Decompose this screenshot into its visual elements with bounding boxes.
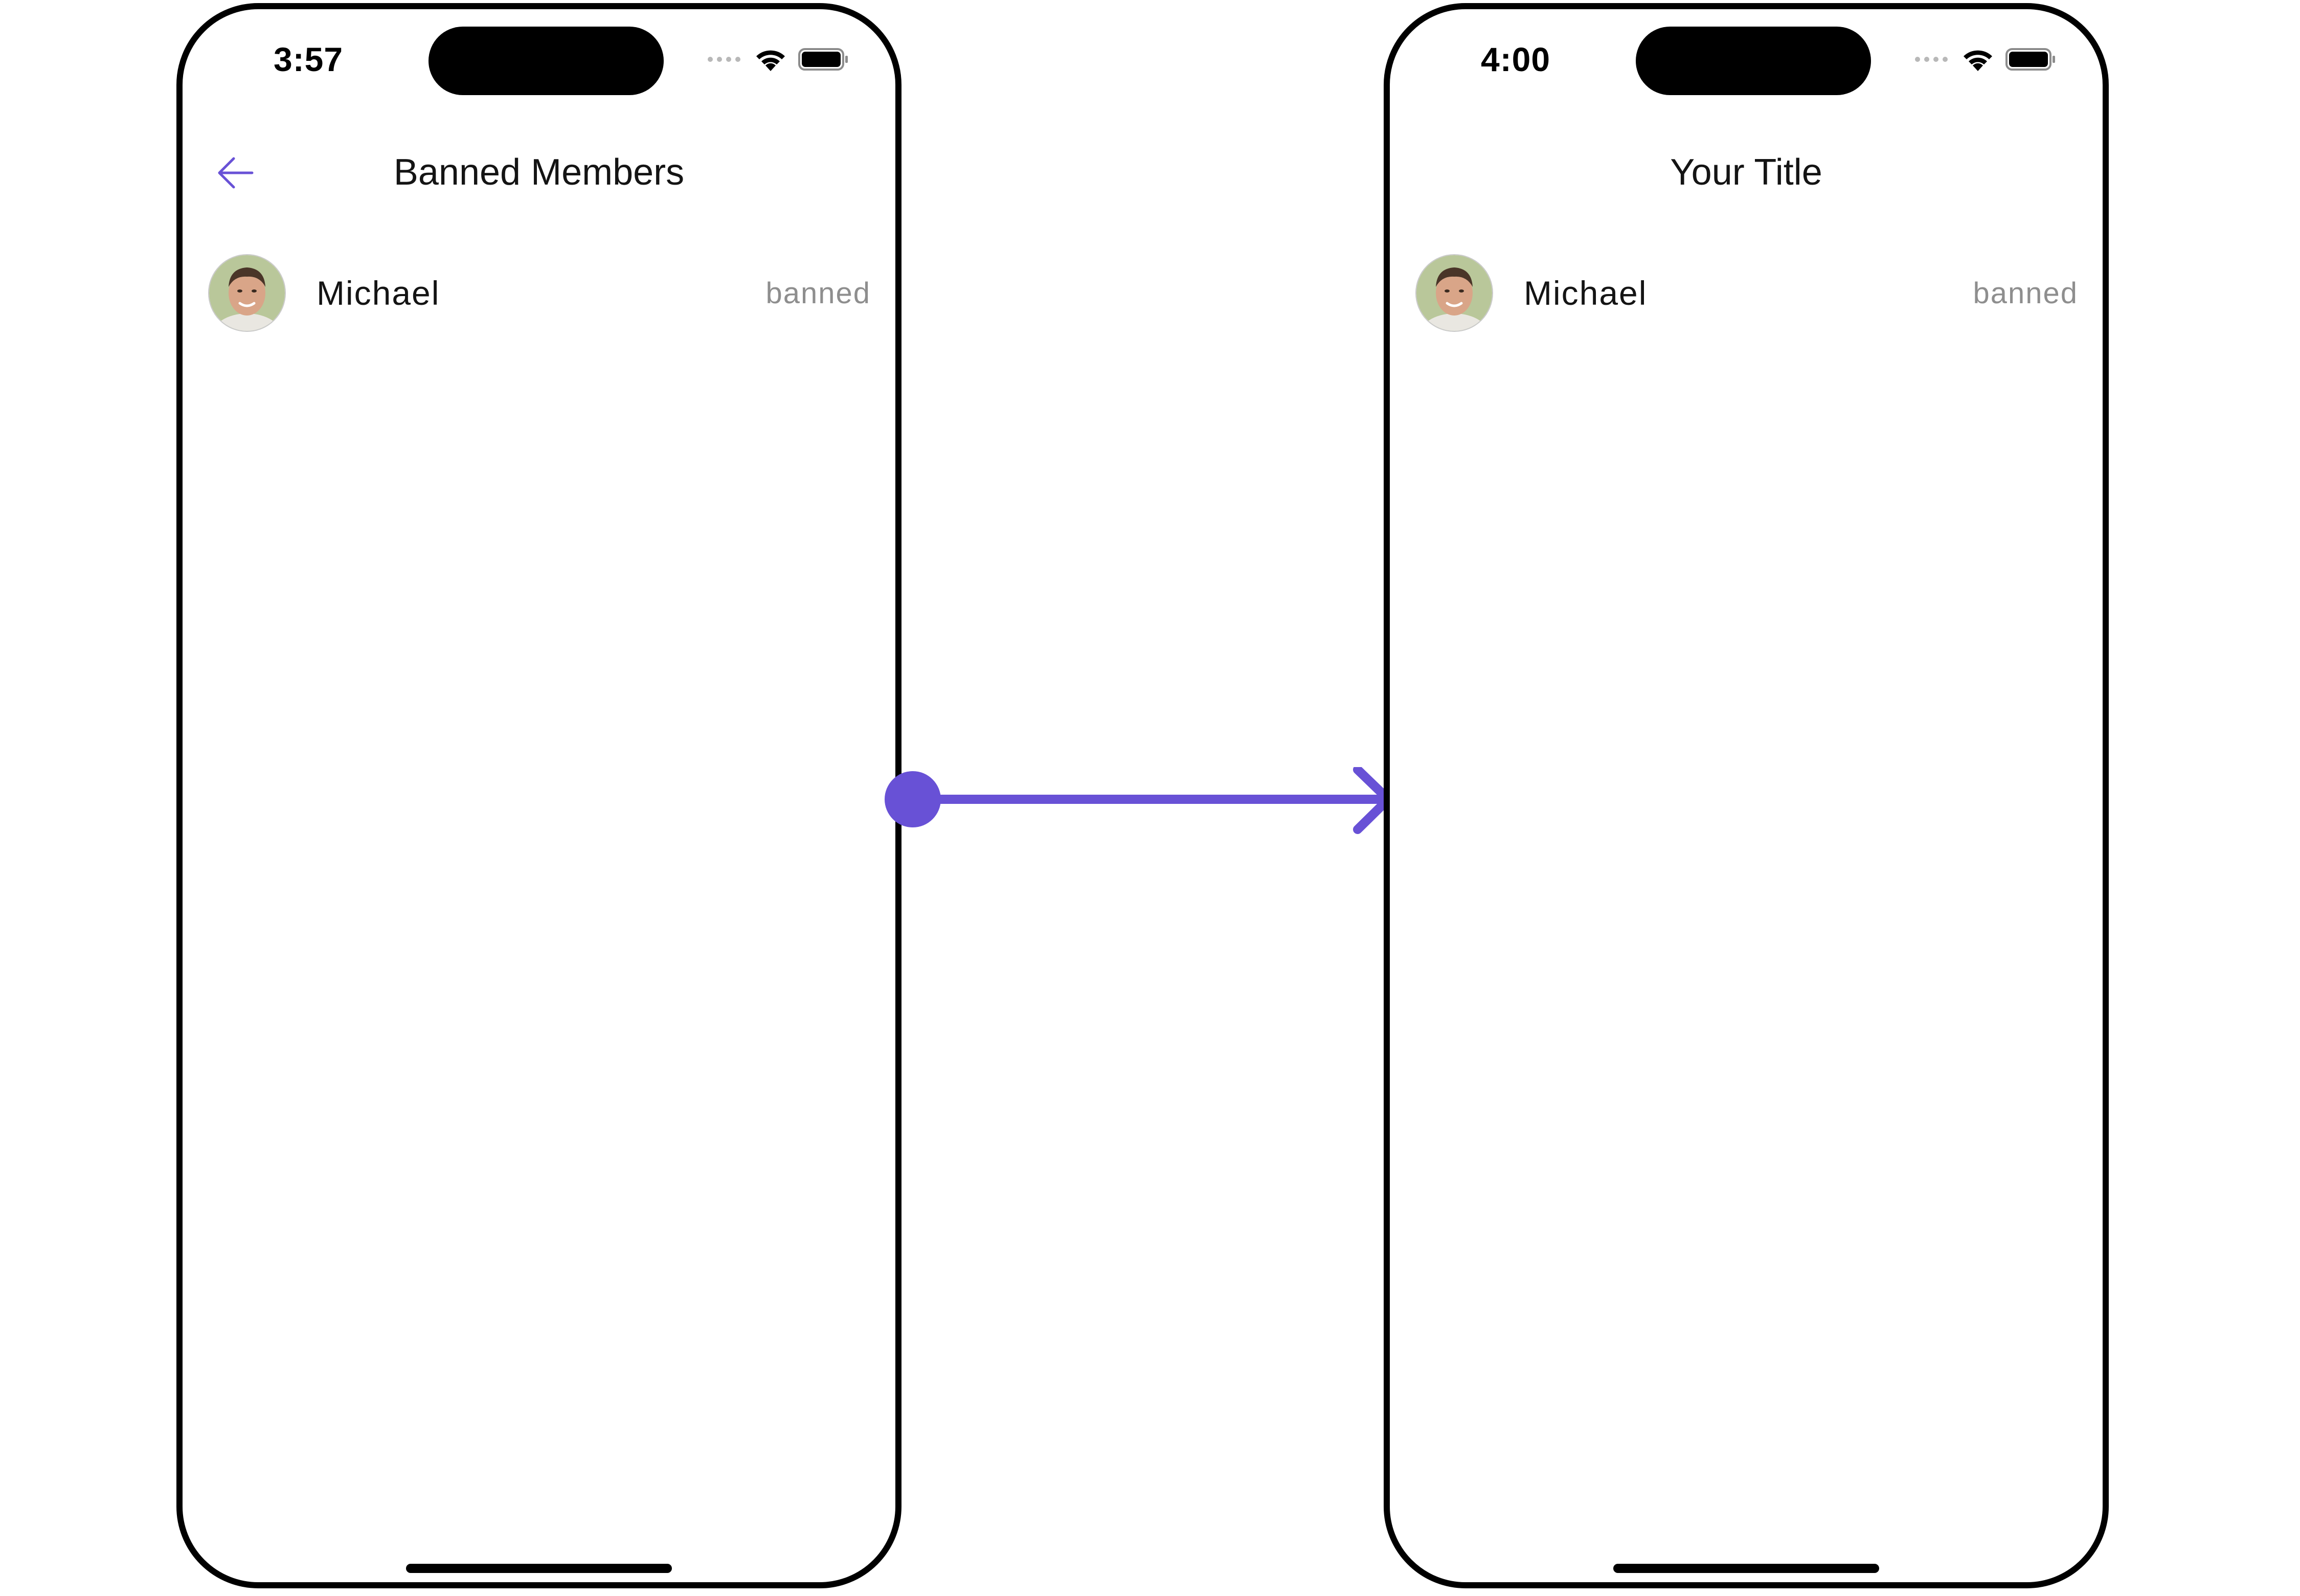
member-status: banned [1973, 276, 2078, 310]
page-title: Your Title [1670, 152, 1822, 193]
phone-frame-before: 3:57 Bann [176, 3, 901, 1588]
back-button[interactable] [210, 147, 261, 198]
status-time: 3:57 [274, 40, 344, 78]
signal-dots-icon [708, 57, 740, 62]
wifi-icon [756, 50, 785, 71]
banned-members-list: Michael banned [1390, 244, 2103, 342]
page-title: Banned Members [393, 152, 685, 193]
signal-dots-icon [1915, 57, 1948, 62]
home-indicator [1613, 1564, 1879, 1573]
arrow-left-icon [218, 157, 254, 189]
navigation-bar: Banned Members [183, 127, 895, 219]
status-bar: 4:00 [1390, 9, 2103, 111]
status-icons [1914, 44, 2057, 75]
navigation-bar: Your Title [1390, 127, 2103, 219]
member-name: Michael [1524, 274, 1648, 312]
member-status: banned [765, 276, 871, 310]
avatar [1415, 254, 1493, 332]
avatar [208, 254, 286, 332]
status-time: 4:00 [1481, 40, 1551, 78]
status-bar: 3:57 [183, 9, 895, 111]
dynamic-island [1636, 27, 1871, 95]
list-item[interactable]: Michael banned [183, 244, 895, 342]
banned-members-list: Michael banned [183, 244, 895, 342]
member-name: Michael [317, 274, 440, 312]
home-indicator [406, 1564, 672, 1573]
list-item[interactable]: Michael banned [1390, 244, 2103, 342]
battery-icon [2005, 48, 2055, 71]
dynamic-island [429, 27, 664, 95]
battery-icon [798, 48, 848, 71]
phone-frame-after: 4:00 Your Title [1384, 3, 2109, 1588]
arrow-right-icon [885, 767, 1393, 834]
status-icons [707, 44, 849, 75]
wifi-icon [1964, 50, 1992, 71]
